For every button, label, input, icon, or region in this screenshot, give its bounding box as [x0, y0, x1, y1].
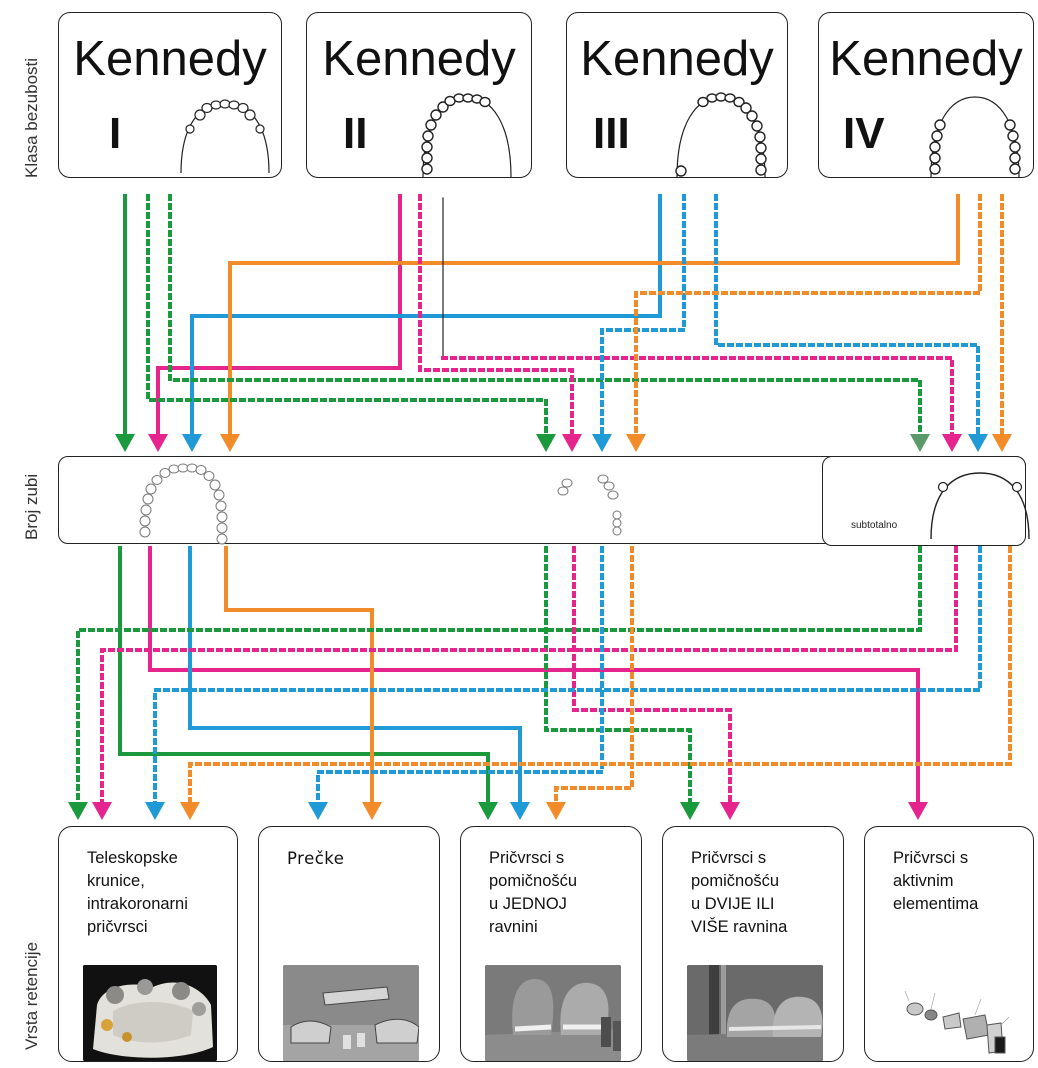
partial-teeth-icon [557, 474, 622, 536]
arch-class-2-icon [421, 93, 512, 178]
kennedy-title: Kennedy [322, 32, 516, 86]
kennedy-class-number: II [343, 109, 368, 158]
full-arch-icon [139, 463, 228, 545]
telescopic-crown-photo [83, 965, 217, 1061]
active-element-photo [889, 965, 1013, 1061]
kennedy-title: Kennedy [829, 32, 1023, 86]
arch-class-4-icon [929, 96, 1021, 178]
subtotal-label: subtotalno [851, 520, 898, 531]
retention-label: Prečke [287, 849, 345, 868]
retention-box-bars: Prečke [258, 826, 440, 1062]
kennedy-class-number: IV [843, 109, 885, 158]
subtotal-box: subtotalno [822, 456, 1030, 546]
kennedy-title: Kennedy [580, 32, 774, 86]
arch-class-1-icon [180, 99, 270, 174]
multi-plane-attachment-photo [687, 965, 823, 1061]
one-plane-attachment-photo [485, 965, 621, 1061]
kennedy-class-2-box: Kennedy II [306, 12, 532, 178]
kennedy-class-number: I [109, 109, 122, 158]
kennedy-class-1-box: Kennedy I [58, 12, 282, 178]
kennedy-class-4-box: Kennedy IV [818, 12, 1034, 178]
subtotal-arch-icon [930, 472, 1030, 540]
arch-class-3-icon [675, 92, 767, 178]
kennedy-title: Kennedy [73, 32, 267, 86]
kennedy-class-3-box: Kennedy III [566, 12, 788, 178]
bar-attachment-photo [283, 965, 419, 1061]
kennedy-class-number: III [593, 109, 630, 158]
